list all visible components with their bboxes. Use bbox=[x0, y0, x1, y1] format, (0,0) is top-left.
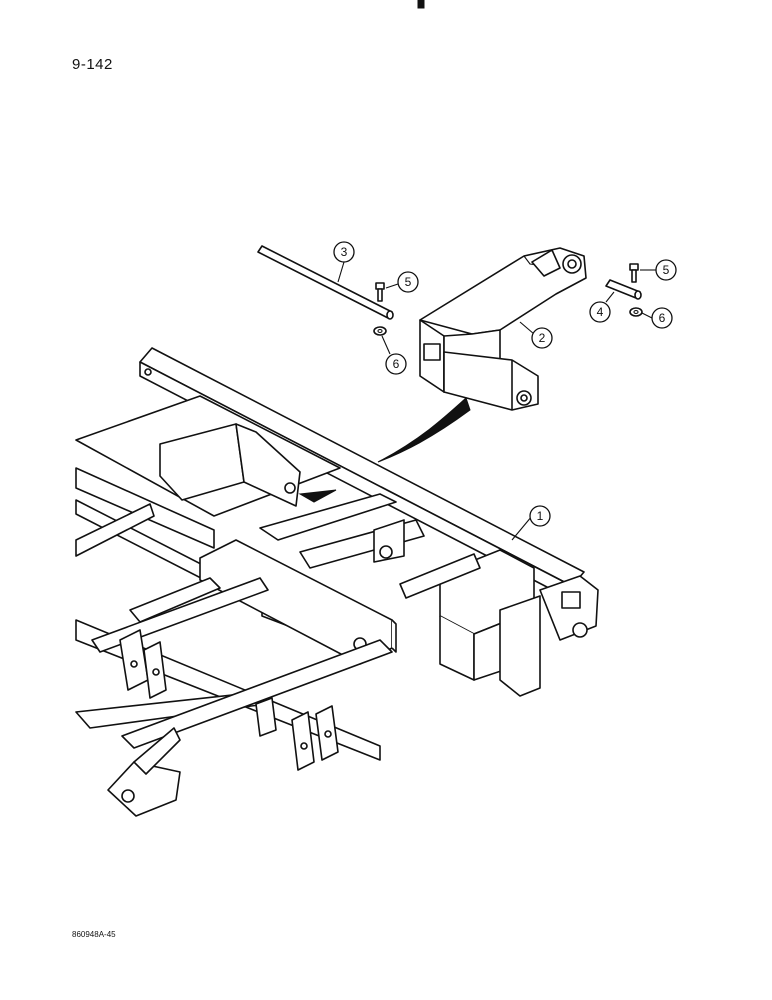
callout-5-left: 5 bbox=[385, 271, 419, 293]
bolt-left bbox=[375, 282, 385, 302]
callout-2-label: 2 bbox=[539, 331, 546, 345]
main-frame bbox=[75, 347, 599, 817]
callout-1-label: 1 bbox=[537, 509, 544, 523]
callout-4: 4 bbox=[589, 291, 615, 323]
nut-right bbox=[629, 307, 643, 317]
assembly-arrow bbox=[377, 397, 471, 463]
nut-left bbox=[373, 326, 387, 336]
short-pin bbox=[605, 279, 642, 300]
callout-6-left-label: 6 bbox=[393, 357, 400, 371]
callout-5-right: 5 bbox=[640, 259, 677, 281]
top-mark bbox=[417, 0, 425, 9]
callout-6-left: 6 bbox=[381, 335, 407, 375]
callout-4-label: 4 bbox=[597, 305, 604, 319]
callout-6-right: 6 bbox=[641, 307, 673, 329]
callout-5-right-label: 5 bbox=[663, 263, 670, 277]
callout-3: 3 bbox=[333, 241, 355, 283]
page-number: 9-142 bbox=[72, 56, 113, 73]
callout-2: 2 bbox=[519, 321, 553, 349]
drawing-code: 860948A-45 bbox=[72, 930, 116, 939]
callout-6-right-label: 6 bbox=[659, 311, 666, 325]
long-pin bbox=[257, 245, 394, 320]
callout-1: 1 bbox=[511, 505, 551, 541]
callout-5-left-label: 5 bbox=[405, 275, 412, 289]
bolt-right bbox=[629, 263, 639, 283]
callout-3-label: 3 bbox=[341, 245, 348, 259]
hitch-arm bbox=[419, 247, 587, 411]
